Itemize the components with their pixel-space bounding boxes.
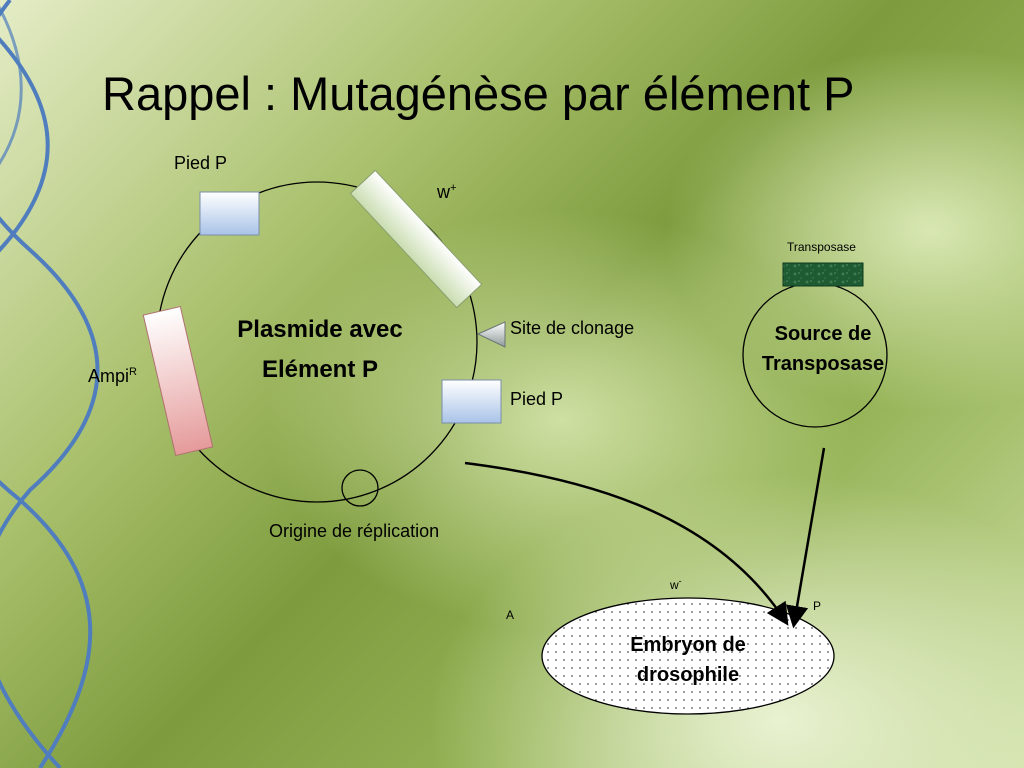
pied-p-label-right: Pied P	[510, 389, 564, 409]
plasmid-line1: Plasmide avec	[237, 316, 403, 343]
plasmid-line2: Elément P	[261, 356, 379, 383]
w-minus-sup: -	[678, 576, 682, 586]
pied-p-box-right	[441, 379, 502, 424]
embryo-line2: drosophile	[636, 664, 740, 686]
embryo-text: Embryon de drosophile	[608, 630, 768, 690]
transposase-box	[782, 262, 864, 287]
source-line1: Source de	[774, 323, 872, 345]
arrow-source-to-embryo	[785, 447, 826, 629]
embryo-line1: Embryon de	[630, 634, 746, 656]
cloning-site-triangle	[476, 321, 506, 348]
w-plus-base: w	[437, 182, 450, 202]
dna-helix-decoration	[0, 0, 100, 768]
embryo-ellipse	[541, 597, 835, 715]
w-plus-box	[349, 169, 483, 309]
w-plus-label: w+	[437, 182, 456, 203]
ampi-sup: R	[129, 366, 137, 378]
slide-title: Rappel : Mutagénèse par élément P	[102, 67, 855, 120]
pied-p-box-top	[199, 191, 260, 236]
pied-p-label-top: Pied P	[174, 153, 228, 173]
ampi-box	[142, 305, 214, 457]
origin-circle	[341, 469, 379, 507]
w-plus-sup: +	[450, 182, 457, 194]
cloning-site-label: Site de clonage	[510, 318, 635, 338]
ampi-label: AmpiR	[88, 366, 137, 387]
plasmid-text: Plasmide avec Elément P	[200, 310, 440, 390]
a-label: A	[506, 608, 515, 622]
w-minus-label: w-	[670, 576, 682, 592]
source-line2: Transposase	[761, 353, 885, 375]
ampi-base: Ampi	[88, 366, 130, 386]
transposase-label: Transposase	[787, 240, 856, 254]
p-label: P	[813, 599, 822, 613]
source-text: Source de Transposase	[743, 319, 903, 379]
w-minus-base: w	[670, 578, 679, 592]
origin-label: Origine de réplication	[269, 521, 440, 541]
arrow-plasmid-to-embryo	[464, 461, 789, 626]
